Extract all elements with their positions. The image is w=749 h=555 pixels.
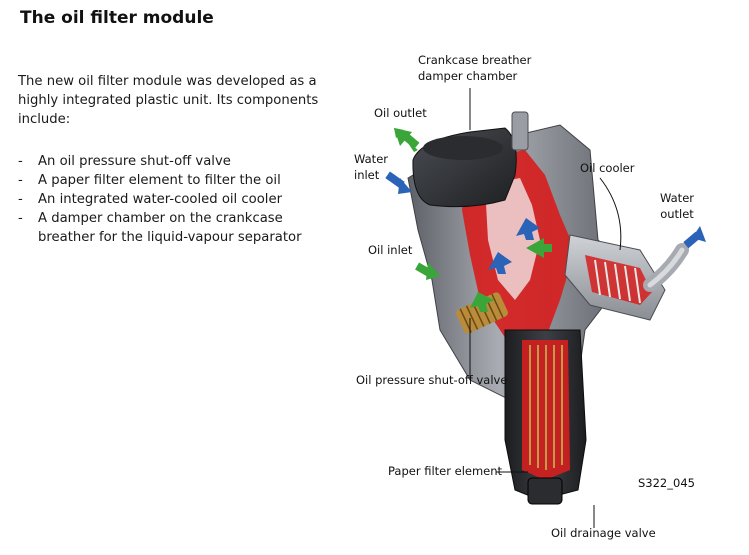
list-item: -A damper chamber on the crankcase breat…	[18, 209, 338, 247]
list-item: -An oil pressure shut-off valve	[18, 152, 338, 171]
label-oil-drainage-valve: Oil drainage valve	[551, 526, 656, 540]
filter-bowl	[504, 329, 587, 505]
bullet-marker: -	[18, 211, 23, 226]
oil-cooler-unit	[564, 234, 689, 321]
figure-code: S322_045	[638, 476, 695, 490]
internal-flow-arrows	[470, 218, 552, 312]
label-paper-filter-element: Paper filter element	[388, 464, 503, 478]
list-item: -An integrated water-cooled oil cooler	[18, 190, 338, 209]
list-item-text: An oil pressure shut-off valve	[38, 154, 231, 169]
label-water-outlet: Water outlet	[660, 191, 694, 221]
breather-pipe	[511, 111, 529, 151]
oil-outlet-arrow	[394, 128, 420, 152]
damper-chamber-cap	[412, 127, 517, 208]
bullet-marker: -	[18, 192, 23, 207]
component-list: -An oil pressure shut-off valve -A paper…	[18, 152, 338, 247]
list-item-text: An integrated water-cooled oil cooler	[38, 192, 282, 207]
water-outlet-arrow	[683, 226, 706, 249]
label-leader-lines	[469, 88, 622, 528]
label-oil-cooler: Oil cooler	[580, 161, 635, 175]
list-item: -A paper filter element to filter the oi…	[18, 171, 338, 190]
page-title: The oil filter module	[20, 8, 214, 28]
bullet-marker: -	[18, 173, 23, 188]
bullet-marker: -	[18, 154, 23, 169]
list-item-text: A damper chamber on the crankcase breath…	[38, 211, 302, 245]
oil-inlet-arrow	[415, 262, 440, 280]
intro-paragraph: The new oil filter module was developed …	[18, 74, 319, 127]
label-oil-inlet: Oil inlet	[368, 243, 413, 257]
label-water-inlet: Water inlet	[354, 152, 388, 182]
label-oil-pressure-shutoff-valve: Oil pressure shut-off valve	[356, 373, 508, 387]
label-crankcase-breather-damper-chamber: Crankcase breather damper chamber	[418, 53, 532, 83]
water-inlet-arrow	[385, 171, 412, 194]
list-item-text: A paper filter element to filter the oil	[38, 173, 281, 188]
label-oil-outlet: Oil outlet	[374, 106, 427, 120]
